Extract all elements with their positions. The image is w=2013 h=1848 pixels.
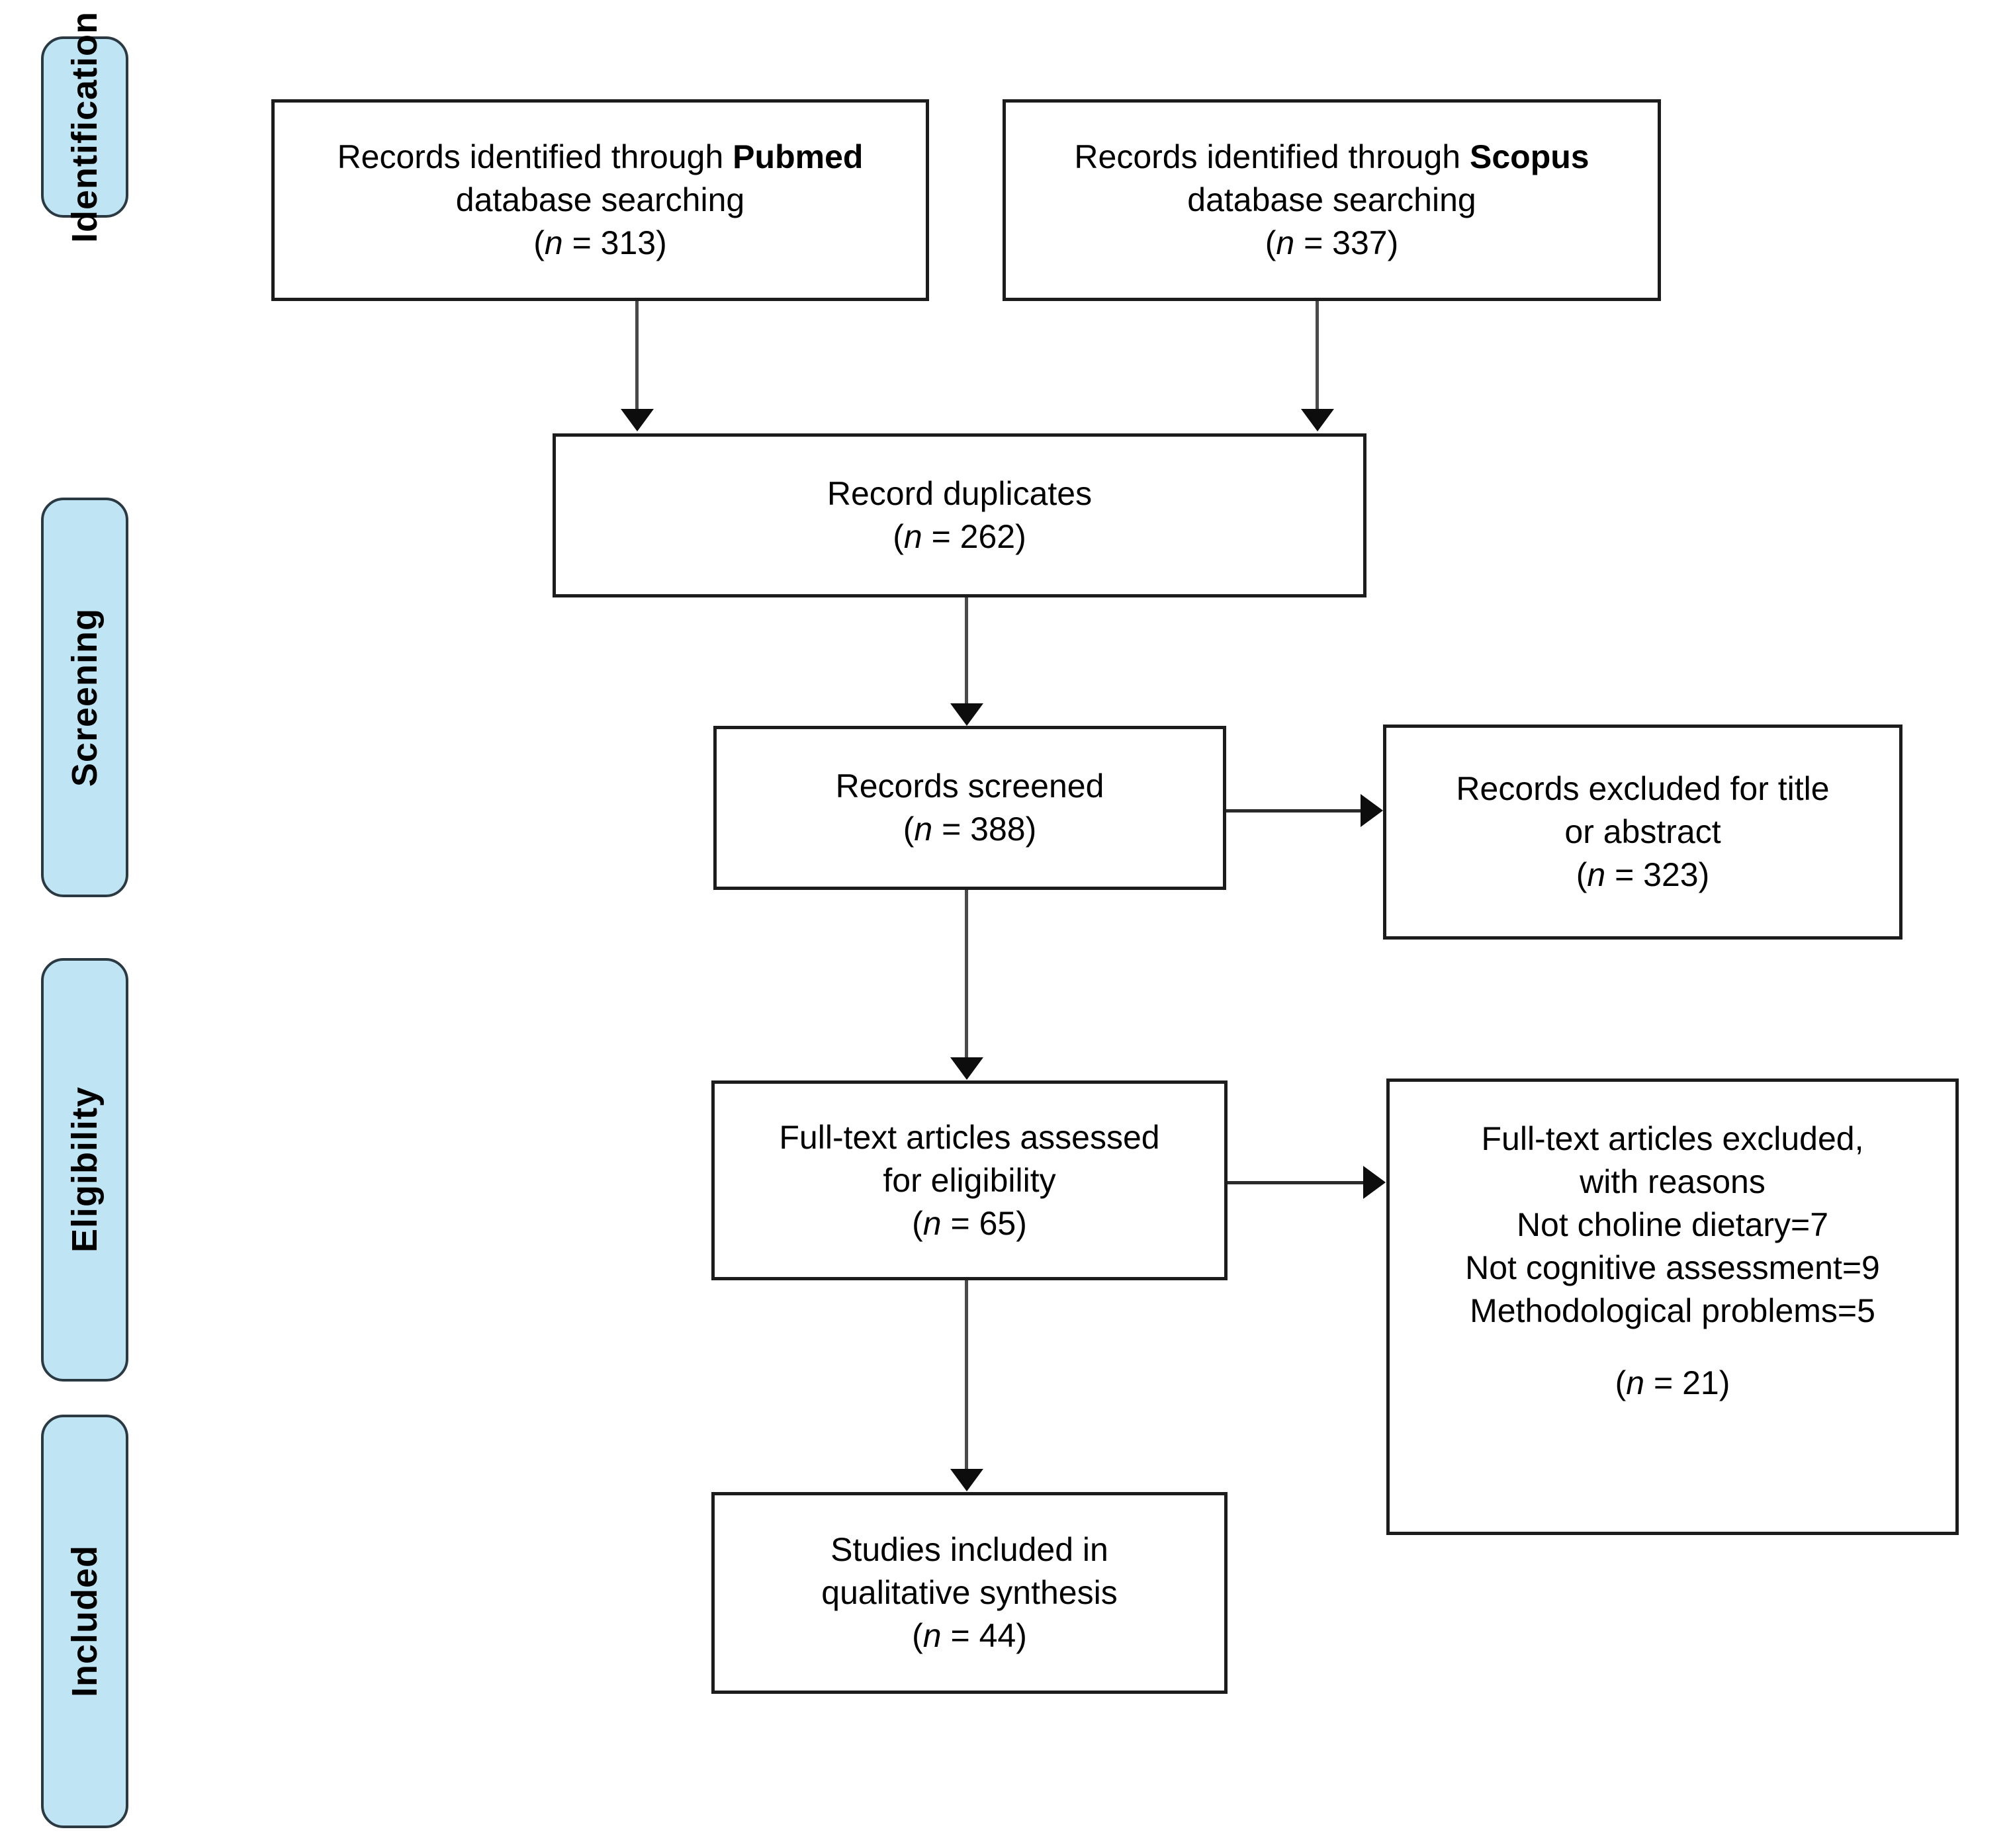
stage-label-included: Included — [41, 1415, 128, 1828]
node-duplicates-line1: Record duplicates — [827, 475, 1093, 512]
node-scopus-count-open: ( — [1265, 224, 1276, 261]
node-fulltext-excluded-reason-2: Not cognitive assessment=9 — [1465, 1249, 1880, 1286]
node-pubmed-line2: database searching — [455, 181, 745, 218]
node-pubmed-count-value: = 313) — [562, 224, 667, 261]
node-scopus-database-name: Scopus — [1470, 138, 1589, 175]
node-included-count-value: = 44) — [941, 1617, 1027, 1654]
connector-scopus-to-duplicates-arrow — [1301, 409, 1334, 431]
connector-fulltext-to-included-line — [965, 1280, 968, 1471]
stage-label-identification-text: Identification — [65, 11, 105, 243]
stage-label-screening: Screening — [41, 498, 128, 897]
node-pubmed-line1-prefix: Records identified through — [337, 138, 733, 175]
node-fulltext-excluded-line1: Full-text articles excluded, — [1481, 1120, 1864, 1157]
connector-fulltext-to-excluded-arrow — [1363, 1166, 1386, 1199]
connector-fulltext-to-excluded-line — [1228, 1181, 1364, 1184]
connector-screened-to-excluded-arrow — [1361, 794, 1383, 827]
node-scopus-count-value: = 337) — [1294, 224, 1399, 261]
node-included-count-n: n — [922, 1617, 942, 1654]
connector-screened-to-excluded-line — [1226, 809, 1362, 813]
node-scopus-line2: database searching — [1187, 181, 1476, 218]
node-studies-included: Studies included in qualitative synthesi… — [711, 1492, 1228, 1694]
node-screened-count-value: = 388) — [932, 811, 1037, 848]
node-fulltext-excluded-count-open: ( — [1615, 1364, 1627, 1401]
node-fulltext-assessed-count-value: = 65) — [941, 1204, 1027, 1242]
node-included-count-open: ( — [912, 1617, 923, 1654]
node-fulltext-assessed-line1: Full-text articles assessed — [779, 1118, 1160, 1156]
stage-label-identification: Identification — [41, 11, 128, 243]
node-fulltext-assessed-count-n: n — [922, 1204, 942, 1242]
node-pubmed-count-n: n — [544, 224, 563, 261]
connector-duplicates-to-screened-arrow — [950, 703, 983, 726]
node-scopus-line1-prefix: Records identified through — [1074, 138, 1470, 175]
node-excluded-ta-line1: Records excluded for title — [1456, 770, 1830, 807]
stage-label-eligibility: Eligibility — [41, 958, 128, 1382]
node-excluded-ta-count: (n = 323) — [1576, 854, 1710, 897]
node-fulltext-assessed-line2: for eligibility — [883, 1161, 1056, 1199]
node-fulltext-excluded-count-value: = 21) — [1644, 1364, 1730, 1401]
node-duplicates-count: (n = 262) — [893, 515, 1026, 558]
node-scopus-count-n: n — [1276, 224, 1295, 261]
node-scopus-count: (n = 337) — [1265, 222, 1399, 265]
node-excluded-ta-count-n: n — [1587, 856, 1606, 893]
connector-screened-to-fulltext-line — [965, 890, 968, 1059]
stage-label-eligibility-text: Eligibility — [65, 1086, 105, 1253]
node-fulltext-excluded-line2: with reasons — [1580, 1163, 1766, 1200]
node-fulltext-excluded-count-n: n — [1626, 1364, 1645, 1401]
node-included-line2: qualitative synthesis — [821, 1574, 1118, 1611]
node-duplicates-count-value: = 262) — [922, 518, 1026, 555]
node-included-count: (n = 44) — [912, 1614, 1027, 1657]
node-records-excluded-title-abstract: Records excluded for title or abstract (… — [1383, 725, 1902, 940]
node-fulltext-excluded-with-reasons: Full-text articles excluded, with reason… — [1386, 1078, 1959, 1535]
node-screened-count-n: n — [914, 811, 933, 848]
node-fulltext-assessed-count-open: ( — [912, 1204, 923, 1242]
node-screened-count-open: ( — [903, 811, 915, 848]
connector-screened-to-fulltext-arrow — [950, 1057, 983, 1080]
node-pubmed-line1: Records identified through Pubmed — [337, 136, 864, 179]
node-excluded-ta-count-value: = 323) — [1605, 856, 1710, 893]
node-pubmed-records: Records identified through Pubmed databa… — [271, 99, 929, 301]
stage-label-included-text: Included — [65, 1545, 105, 1698]
node-scopus-records: Records identified through Scopus databa… — [1003, 99, 1661, 301]
connector-fulltext-to-included-arrow — [950, 1469, 983, 1491]
node-fulltext-excluded-reason-3: Methodological problems=5 — [1470, 1292, 1875, 1329]
node-pubmed-database-name: Pubmed — [733, 138, 864, 175]
node-duplicates-count-n: n — [903, 518, 922, 555]
node-excluded-ta-line2: or abstract — [1564, 813, 1721, 850]
node-scopus-line1: Records identified through Scopus — [1074, 136, 1589, 179]
node-pubmed-count: (n = 313) — [533, 222, 667, 265]
node-fulltext-assessed-count: (n = 65) — [912, 1202, 1027, 1245]
node-fulltext-assessed: Full-text articles assessed for eligibil… — [711, 1080, 1228, 1280]
node-fulltext-excluded-count: (n = 21) — [1615, 1362, 1730, 1405]
node-record-duplicates: Record duplicates (n = 262) — [553, 433, 1366, 597]
node-included-line1: Studies included in — [830, 1531, 1108, 1568]
connector-scopus-to-duplicates-line — [1316, 301, 1319, 410]
node-fulltext-excluded-reason-1: Not choline dietary=7 — [1516, 1206, 1829, 1243]
connector-duplicates-to-screened-line — [965, 597, 968, 705]
connector-pubmed-to-duplicates-arrow — [621, 409, 654, 431]
node-screened-count: (n = 388) — [903, 808, 1037, 851]
connector-pubmed-to-duplicates-line — [635, 301, 639, 410]
node-pubmed-count-open: ( — [533, 224, 545, 261]
stage-label-screening-text: Screening — [65, 607, 105, 787]
node-records-screened: Records screened (n = 388) — [713, 726, 1226, 890]
node-duplicates-count-open: ( — [893, 518, 904, 555]
node-screened-line1: Records screened — [835, 768, 1104, 805]
node-excluded-ta-count-open: ( — [1576, 856, 1588, 893]
